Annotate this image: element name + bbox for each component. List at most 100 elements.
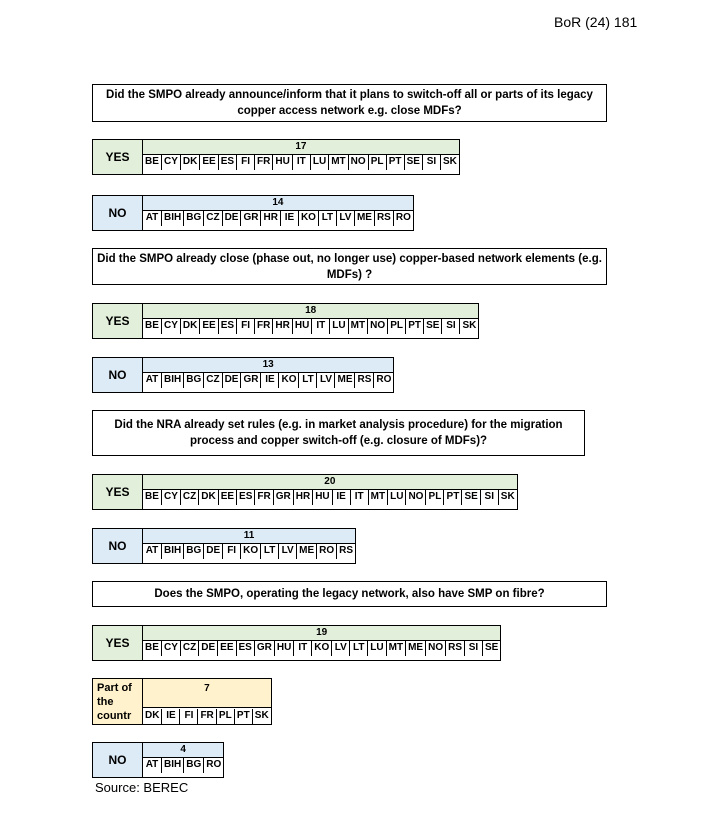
- country-code: MT: [347, 319, 368, 334]
- country-code: FI: [236, 319, 255, 334]
- country-code: KO: [297, 211, 318, 226]
- country-code: HU: [291, 319, 312, 334]
- country-code: GR: [272, 490, 293, 505]
- country-code: SK: [497, 490, 517, 505]
- country-code: CY: [161, 319, 180, 334]
- answer-count: 14: [143, 196, 413, 211]
- country-code: LU: [309, 155, 329, 170]
- country-code: ES: [235, 641, 254, 656]
- country-code: LV: [331, 641, 350, 656]
- country-code: CZ: [179, 490, 199, 505]
- answer-count: 11: [143, 529, 356, 544]
- answer-count: 17: [143, 140, 459, 155]
- answer-count: 4: [143, 743, 224, 758]
- country-code: FR: [254, 319, 273, 334]
- country-code: PT: [385, 155, 404, 170]
- question-2: Did the SMPO already close (phase out, n…: [92, 248, 607, 285]
- source-note: Source: BEREC: [95, 780, 189, 795]
- country-code: BG: [183, 373, 204, 388]
- country-code: ME: [405, 641, 426, 656]
- country-code: PL: [425, 490, 444, 505]
- country-code: RS: [354, 373, 374, 388]
- country-code: BIH: [161, 373, 184, 388]
- country-code: RS: [445, 641, 464, 656]
- country-code: ES: [217, 155, 237, 170]
- country-code: SI: [421, 155, 440, 170]
- answer-count: 13: [143, 358, 394, 373]
- country-code: BE: [143, 319, 161, 334]
- answer-label: NO: [92, 528, 142, 564]
- answer-count: 7: [143, 679, 271, 708]
- answer-count: 20: [143, 475, 517, 490]
- country-code: RO: [203, 758, 224, 773]
- country-code: CY: [161, 155, 180, 170]
- country-code: IE: [279, 211, 298, 226]
- country-code: MT: [367, 490, 388, 505]
- country-code: HU: [273, 641, 294, 656]
- country-code: AT: [143, 758, 161, 773]
- country-code: PL: [367, 155, 386, 170]
- answer-count: 18: [143, 304, 479, 319]
- country-code: HU: [312, 490, 332, 505]
- country-code: PT: [233, 709, 252, 724]
- country-code: SK: [439, 155, 459, 170]
- country-code: EE: [199, 319, 218, 334]
- country-code: RO: [392, 211, 413, 226]
- answer-label: YES: [92, 139, 142, 175]
- country-code: LU: [367, 641, 386, 656]
- answer-label: NO: [92, 195, 142, 231]
- country-code: RS: [373, 211, 393, 226]
- country-code: BG: [183, 544, 204, 559]
- country-code: CZ: [203, 373, 222, 388]
- country-code: DE: [198, 641, 218, 656]
- country-code: DE: [203, 544, 223, 559]
- country-code: GR: [240, 373, 261, 388]
- country-code: PT: [405, 319, 424, 334]
- answer-label: NO: [92, 742, 142, 778]
- country-code: CZ: [179, 641, 199, 656]
- country-code: EE: [217, 641, 236, 656]
- country-code: EE: [217, 490, 237, 505]
- country-code: BE: [143, 155, 161, 170]
- country-code: LT: [260, 544, 279, 559]
- answer-label: Part of the countr: [92, 678, 142, 725]
- country-code: PL: [215, 709, 234, 724]
- country-code: BG: [183, 211, 204, 226]
- country-code: IT: [293, 641, 312, 656]
- country-code: DK: [198, 490, 218, 505]
- country-code: MT: [328, 155, 348, 170]
- country-code: LV: [335, 211, 354, 226]
- country-code: IE: [260, 373, 279, 388]
- country-code: HR: [272, 319, 292, 334]
- country-code: LV: [316, 373, 335, 388]
- country-code: IE: [331, 490, 350, 505]
- country-code: FI: [222, 544, 241, 559]
- country-code: FR: [254, 155, 273, 170]
- question-4: Does the SMPO, operating the legacy netw…: [92, 581, 607, 607]
- country-code: KO: [278, 373, 299, 388]
- country-code: LT: [349, 641, 368, 656]
- country-code: FR: [254, 490, 273, 505]
- country-code: DK: [179, 319, 200, 334]
- country-code: NO: [347, 155, 368, 170]
